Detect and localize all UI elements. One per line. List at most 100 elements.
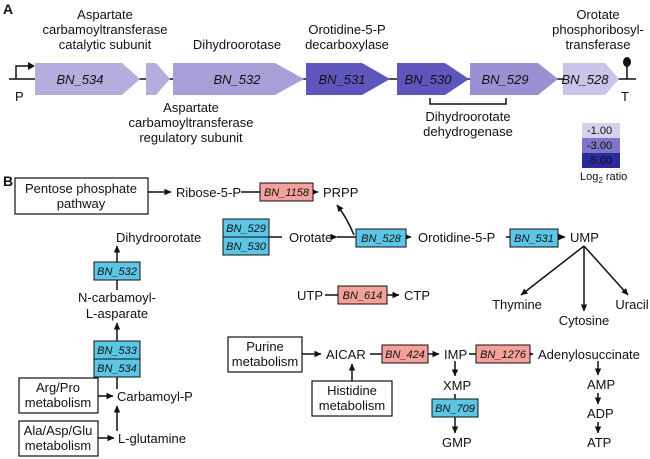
annotation-regulatory-line2: carbamoyltransferase [129, 115, 254, 130]
enzyme-label-bn533: BN_533 [97, 345, 138, 357]
pentose-phosphate-box [14, 177, 149, 215]
metabolite-uracil: Uracil [615, 297, 648, 312]
histidine-line1: Histidine [327, 383, 377, 398]
annotation-decarboxylase-line1: Orotidine-5-P [308, 22, 385, 37]
metabolite-ctp: CTP [404, 288, 430, 303]
legend-value-1: -1.00 [587, 125, 612, 137]
arrow-ump-to-uracil [583, 245, 629, 296]
annotation-regulatory-line3: regulatory subunit [139, 130, 243, 145]
enzyme-label-bn614: BN_614 [343, 290, 383, 302]
enzyme-label-bn1276: BN_1276 [480, 349, 527, 361]
legend-value-5: -5.00 [587, 155, 612, 167]
enzyme-label-bn534: BN_534 [97, 363, 137, 375]
gene-arrow-bn532 [173, 63, 304, 95]
enzyme-box-bn532 [93, 261, 141, 281]
gene-arrow-bn533 [146, 63, 170, 95]
gene-annotations: Aspartate carbamoyltransferase catalytic… [43, 7, 644, 145]
arrow-ump-to-thymine [520, 245, 585, 296]
enzyme-label-bn531: BN_531 [514, 233, 554, 245]
legend-swatch-5 [582, 153, 620, 168]
gene-label-bn534: BN_534 [57, 72, 104, 87]
pentose-phosphate-line2: pathway [57, 196, 106, 211]
enzyme-box-bn528 [355, 228, 407, 248]
terminator-icon [623, 57, 631, 67]
enzyme-box-bn614 [337, 285, 388, 305]
promoter-arrowhead-icon [28, 62, 35, 70]
enzyme-label-bn529: BN_529 [226, 223, 266, 235]
annotation-prt-line3: transferase [565, 37, 630, 52]
enzyme-box-bn1158 [259, 182, 314, 202]
ala-asp-glu-line1: Ala/Asp/Glu [24, 423, 93, 438]
annotation-regulatory-line1: Aspartate [163, 100, 219, 115]
legend-swatch-3 [582, 138, 620, 153]
promoter-label: P [15, 89, 24, 104]
enzyme-label-bn530: BN_530 [226, 241, 267, 253]
arg-pro-box [18, 377, 99, 414]
annotation-decarboxylase-line2: decarboxylase [305, 37, 389, 52]
arrow-to-prpp-curve [336, 204, 355, 236]
annotation-dehydrogenase-line1: Dihydroorotate [425, 109, 510, 124]
gene-label-bn531: BN_531 [319, 72, 366, 87]
metabolite-cytosine: Cytosine [559, 313, 610, 328]
pentose-phosphate-line1: Pentose phosphate [25, 181, 137, 196]
metabolite-thymine: Thymine [492, 297, 542, 312]
gene-arrow-bn534 [35, 63, 140, 95]
metabolite-ribose-5-p: Ribose-5-P [176, 185, 241, 200]
metabolite-atp: ATP [587, 435, 611, 450]
gene-arrow-bn529 [470, 63, 558, 95]
enzyme-box-bn531 [509, 228, 559, 248]
metabolite-imp: IMP [444, 347, 467, 362]
ala-asp-glu-line2: metabolism [25, 438, 91, 453]
enzyme-label-bn1158: BN_1158 [264, 187, 310, 199]
purine-line2: metabolism [232, 354, 298, 369]
metabolite-orotate: Orotate [289, 230, 332, 245]
enzyme-label-bn528: BN_528 [361, 233, 402, 245]
metabolite-carbamoyl-p: Carbamoyl-P [117, 389, 193, 404]
metabolite-adenylosuccinate: Adenylosuccinate [538, 347, 640, 362]
enzyme-label-bn532: BN_532 [97, 266, 137, 278]
metabolite-xmp: XMP [443, 378, 471, 393]
annotation-catalytic-line2: carbamoyltransferase [43, 22, 168, 37]
annotation-catalytic-line1: Aspartate [77, 7, 133, 22]
metabolite-adp: ADP [587, 406, 614, 421]
gene-label-bn529: BN_529 [482, 72, 529, 87]
gene-arrow-bn531 [306, 63, 390, 95]
arg-pro-line1: Arg/Pro [36, 380, 80, 395]
panel-a-label: A [3, 1, 13, 17]
dehydrogenase-bracket [429, 98, 507, 105]
legend-value-3: -3.00 [587, 140, 612, 152]
annotation-prt-line2: phosphoribosyl- [552, 22, 644, 37]
metabolite-n-carbamoyl-line1: N-carbamoyl- [78, 290, 156, 305]
metabolite-amp: AMP [587, 377, 615, 392]
ala-asp-glu-box [18, 420, 99, 457]
metabolite-prpp: PRPP [323, 185, 358, 200]
metabolite-n-carbamoyl-line2: L-asparate [86, 306, 148, 321]
enzyme-label-bn424: BN_424 [385, 349, 425, 361]
histidine-box [311, 380, 393, 417]
legend-swatch-1 [582, 123, 620, 138]
annotation-dehydrogenase-line2: dehydrogenase [423, 124, 513, 139]
terminator-label: T [621, 89, 629, 104]
pathway-diagram: Pentose phosphate pathway Arg/Pro metabo… [14, 177, 649, 457]
arg-pro-line2: metabolism [25, 395, 91, 410]
enzyme-box-bn709 [431, 398, 479, 418]
enzyme-box-bn534 [93, 358, 141, 378]
gene-label-bn528: BN_528 [562, 72, 610, 87]
annotation-catalytic-line3: catalytic subunit [59, 37, 152, 52]
enzyme-box-bn530 [222, 236, 270, 256]
purine-box [227, 336, 303, 373]
enzyme-box-bn1276 [475, 344, 531, 364]
panel-b-label: B [3, 173, 13, 189]
enzyme-label-bn709: BN_709 [435, 403, 475, 415]
annotation-dihydroorotase: Dihydroorotase [193, 37, 281, 52]
metabolite-ump: UMP [570, 230, 599, 245]
annotation-prt-line1: Orotate [576, 7, 619, 22]
metabolite-utp: UTP [297, 288, 323, 303]
metabolite-orotidine-5-p: Orotidine-5-P [418, 230, 495, 245]
promoter-arrow [15, 65, 30, 79]
histidine-line2: metabolism [319, 398, 385, 413]
metabolite-dihydroorotate: Dihydroorotate [116, 230, 201, 245]
gene-arrow-bn530 [397, 63, 469, 95]
